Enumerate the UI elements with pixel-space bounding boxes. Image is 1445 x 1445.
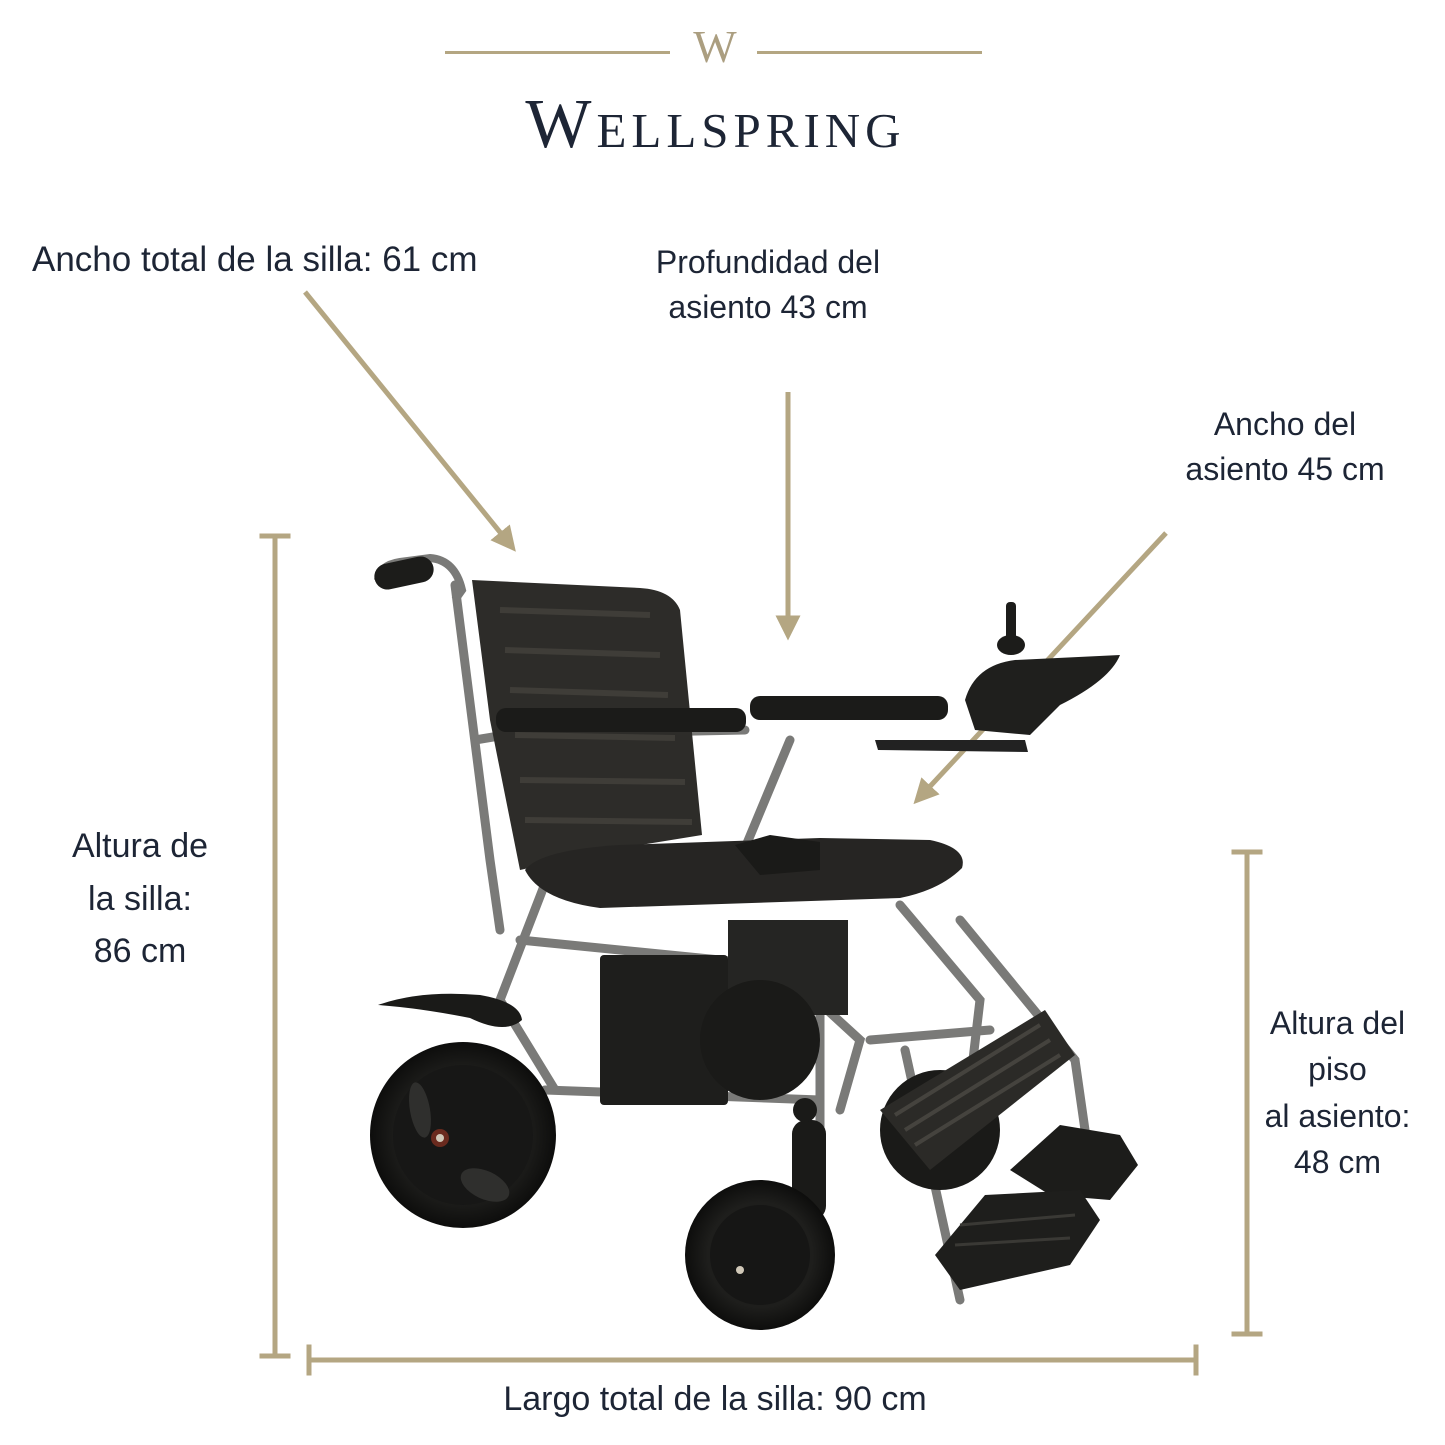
dimension-total-length [306,1344,1199,1376]
label-seat-depth: Profundidad del asiento 43 cm [655,244,881,326]
label-total-width: Ancho total de la silla: 61 cm [32,240,478,279]
logo-monogram: W [693,21,737,72]
label-total-length: Largo total de la silla: 90 cm [503,1380,927,1418]
brand-name: Wellspring [525,86,906,163]
logo-rule-left [445,51,670,54]
dimension-chair-height [259,533,291,1359]
label-chair-height: Altura de la silla: 86 cm [71,827,209,971]
label-floor-to-seat: Altura del piso al asiento: 48 cm [1264,1005,1411,1181]
dimension-floor-to-seat [1231,849,1263,1337]
logo-rule-right [757,51,982,54]
arrow-total-width [303,290,516,552]
label-seat-width: Ancho del asiento 45 cm [1185,406,1385,488]
wheelchair-image [370,553,1138,1330]
